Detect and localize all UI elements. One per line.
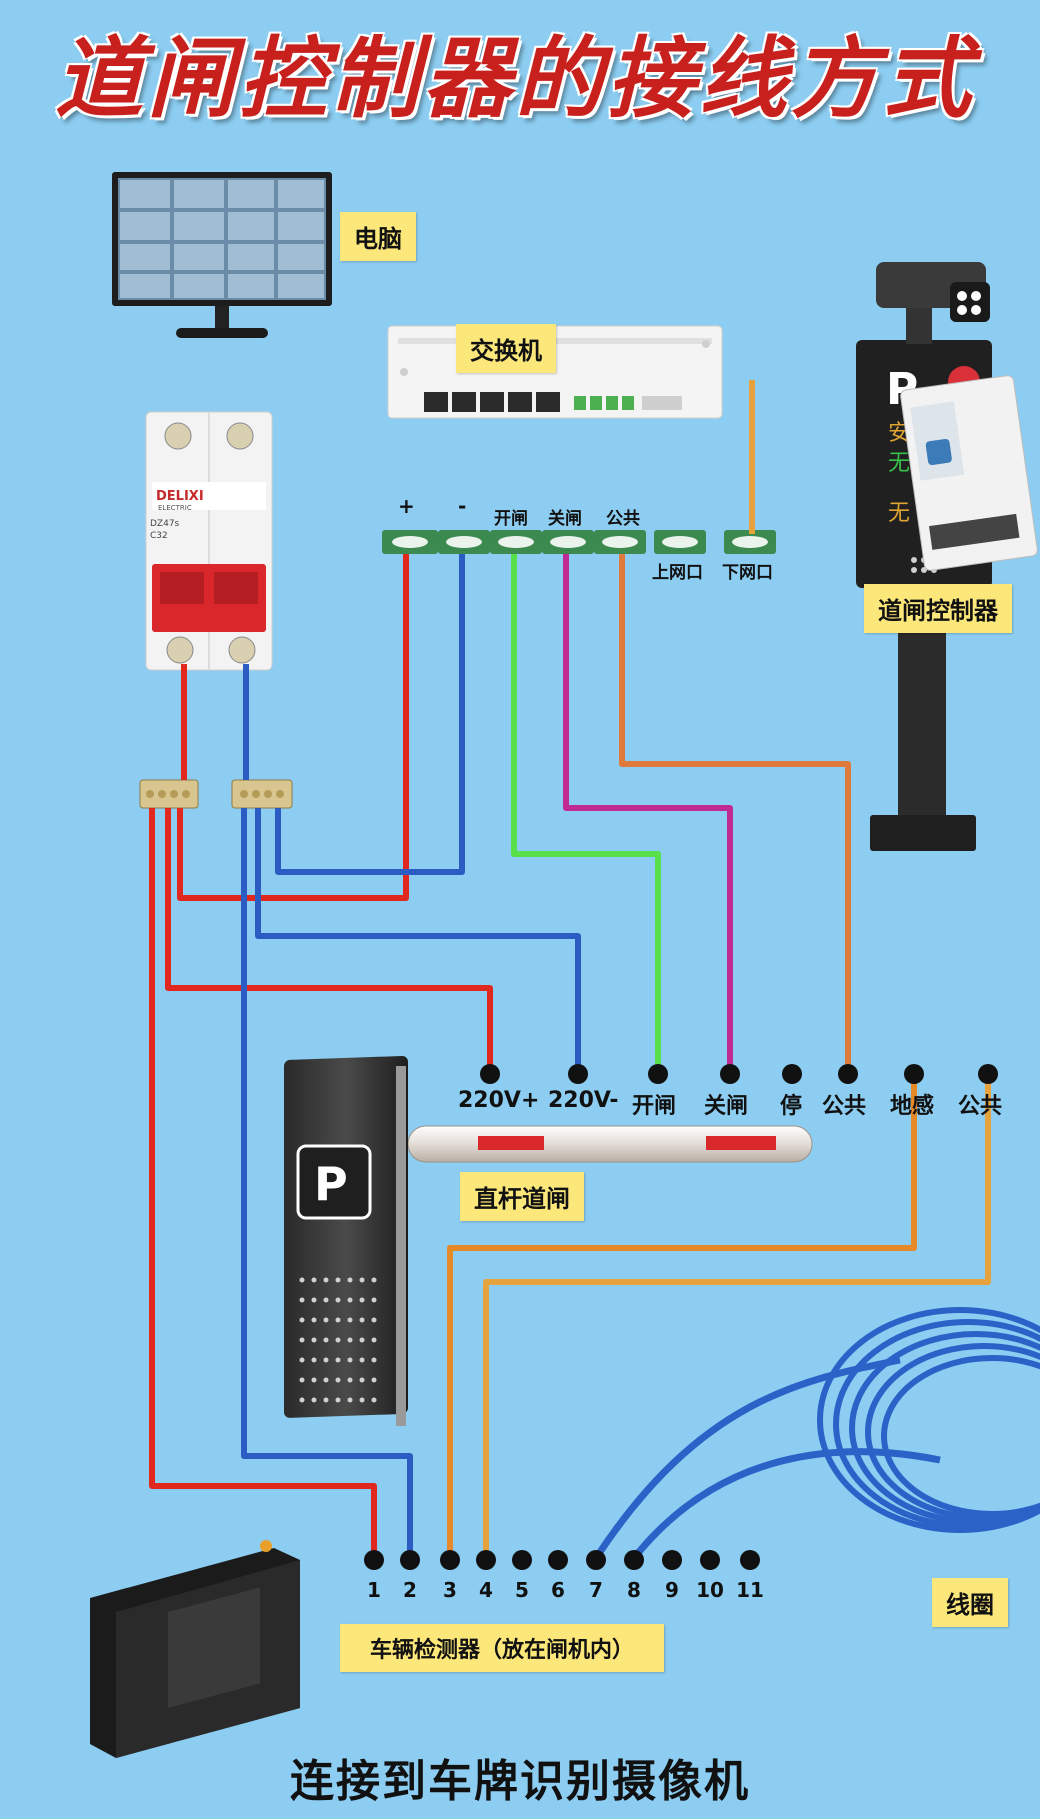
ground-sense-wire [447, 1072, 917, 1558]
breaker-model: DZ47s [150, 519, 180, 529]
gate-ground-sense-label: 地感 [890, 1094, 935, 1119]
detector-terminal-9: 9 [665, 1578, 679, 1602]
detector-terminal-1: 1 [367, 1578, 381, 1602]
circuit-breaker: DELIXI ELECTRIC DZ47s C32 [145, 411, 273, 671]
uplink-port-label: 上网口 [652, 563, 703, 583]
detector-terminal-7: 7 [589, 1578, 603, 1602]
detector-terminal-10: 10 [696, 1578, 724, 1602]
detector-terminal-4: 4 [479, 1578, 493, 1602]
gate-tag: 直杆道闸 [460, 1172, 584, 1221]
controller-close-label: 关闸 [548, 509, 582, 529]
breaker-rating: C32 [150, 531, 168, 541]
coil-wire-b [631, 1448, 941, 1561]
detector-terminal-3: 3 [443, 1578, 457, 1602]
detector-tag: 车辆检测器（放在闸机内） [340, 1624, 665, 1672]
close-gate-wire [563, 554, 733, 1072]
controller-open-label: 开闸 [494, 509, 528, 529]
detector-terminal-5: 5 [515, 1578, 529, 1602]
loop-coil [817, 1307, 1040, 1533]
svg-text:无: 无 [888, 451, 910, 476]
gate-close-label: 关闸 [704, 1094, 749, 1119]
controller-tag: 道闸控制器 [864, 584, 1012, 633]
gate-220v-plus-wire [165, 808, 493, 1072]
computer-tag: 电脑 [340, 212, 416, 261]
detector-terminal-11: 11 [736, 1578, 764, 1602]
page-title: 道闸控制器的接线方式 [55, 27, 976, 130]
controller-terminal-block [382, 530, 776, 554]
gate-open-label: 开闸 [632, 1094, 677, 1119]
gate-220v-minus-label: 220V- [548, 1088, 619, 1113]
wires [149, 380, 991, 1561]
gate-common-label: 公共 [822, 1094, 867, 1119]
gate-220v-plus-label: 220V+ [458, 1088, 540, 1113]
detector-terminal-dots [364, 1550, 760, 1570]
svg-text:P: P [314, 1157, 348, 1211]
barrier-gate: P [284, 1055, 813, 1426]
common-wire [619, 554, 851, 1072]
detector-terminal-8: 8 [627, 1578, 641, 1602]
controller-plus-label: + [398, 494, 415, 518]
gate-stop-label: 停 [780, 1094, 803, 1119]
ground-common-wire [483, 1072, 991, 1558]
controller-minus-label: - [458, 494, 467, 518]
bottom-caption: 连接到车牌识别摄像机 [290, 1756, 750, 1807]
controller-plus-wire [177, 554, 409, 901]
detector-terminal-6: 6 [551, 1578, 565, 1602]
gate-220v-minus-wire [255, 808, 581, 1072]
computer-monitor [112, 172, 332, 338]
detector-1-wire [149, 808, 377, 1558]
breaker-sub: ELECTRIC [158, 504, 192, 512]
barrier-controller-module [900, 375, 1038, 571]
terminal-connectors [139, 779, 293, 809]
svg-text:无: 无 [888, 501, 910, 526]
vehicle-detector [90, 1540, 300, 1758]
gate-terminal-dots [480, 1064, 998, 1084]
controller-minus-wire [275, 554, 465, 875]
gate-common-2-label: 公共 [958, 1094, 1003, 1119]
detector-terminal-2: 2 [403, 1578, 417, 1602]
controller-common-label: 公共 [606, 509, 640, 529]
coil-tag: 线圈 [932, 1578, 1008, 1627]
coil-wire-a [593, 1356, 901, 1560]
downlink-port-label: 下网口 [722, 563, 773, 583]
switch-tag: 交换机 [456, 324, 556, 373]
open-gate-wire [511, 554, 661, 1072]
breaker-brand: DELIXI [156, 489, 204, 504]
detector-2-wire [241, 808, 413, 1558]
